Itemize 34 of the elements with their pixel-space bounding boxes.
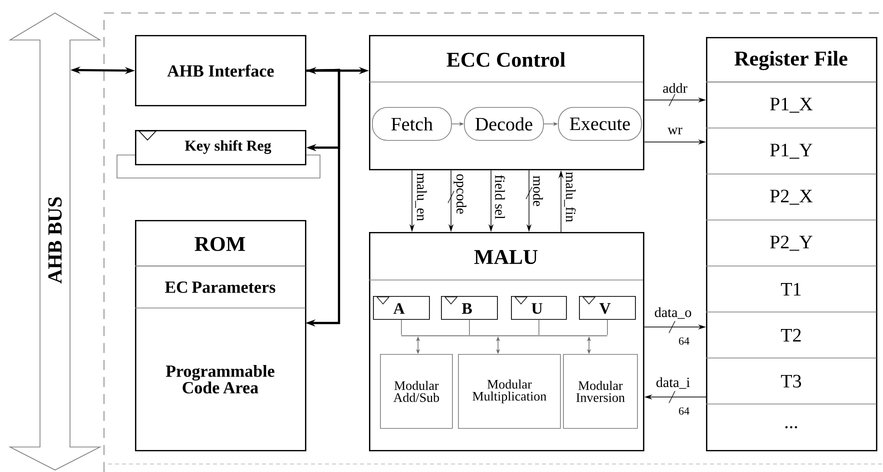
register-row: T2: [706, 312, 877, 342]
edge-label: wr: [668, 128, 682, 134]
register-row: P1_X: [770, 98, 812, 113]
edge-label: malu_fin: [564, 172, 576, 222]
stage-pill: Execute: [558, 107, 642, 141]
bus-width-label: 64: [678, 337, 690, 345]
interface-box: AHB Interface: [135, 35, 306, 106]
edge-label: opcode: [454, 174, 466, 214]
memory-section: Programmable Code Area: [134, 308, 306, 394]
module-box: Modular Add/Sub: [380, 354, 453, 429]
register-row: P2_Y: [706, 220, 877, 251]
bus-line: [401, 335, 608, 336]
edge-label: mode: [533, 176, 543, 206]
stage-pill: Fetch: [372, 107, 452, 141]
edge-label: data_i: [656, 377, 690, 389]
edge-label: malu_en: [415, 173, 427, 221]
register-row: T3: [706, 358, 877, 388]
edge-label: data_o: [654, 307, 692, 319]
bus-width-label: 64: [678, 407, 690, 415]
register-box: A: [373, 296, 430, 320]
module-box: Modular Multiplication: [458, 354, 561, 429]
register-row: T1: [706, 266, 877, 296]
register-box: V: [579, 296, 636, 320]
register-row: P1_Y: [706, 128, 877, 159]
register-row: P2_X: [706, 174, 877, 205]
register-box: U: [511, 296, 567, 320]
memory-section: EC Parameters: [165, 282, 276, 293]
shift-register-box: Key shift Reg: [135, 130, 306, 166]
edge-label: addr: [663, 83, 688, 93]
stage-pill: Decode: [464, 107, 544, 141]
edge-label: field sel: [495, 175, 505, 220]
register-box: B: [441, 296, 498, 320]
register-row: ...: [706, 404, 877, 428]
module-box: Modular Inversion: [563, 354, 638, 429]
